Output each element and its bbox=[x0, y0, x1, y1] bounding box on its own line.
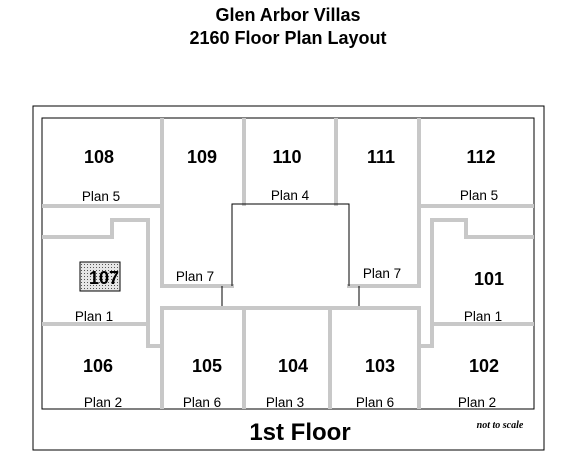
plan-label: Plan 1 bbox=[75, 309, 113, 324]
unit-number: 103 bbox=[365, 356, 395, 376]
plan-label: Plan 7 bbox=[363, 266, 401, 281]
plan-label: Plan 4 bbox=[271, 188, 310, 203]
unit-number: 109 bbox=[187, 147, 217, 167]
highlight-box-107 bbox=[79, 261, 121, 292]
unit-number: 105 bbox=[192, 356, 222, 376]
unit-number: 104 bbox=[278, 356, 308, 376]
plan-label: Plan 6 bbox=[356, 395, 394, 410]
unit-number: 112 bbox=[466, 147, 495, 167]
plan-label: Plan 1 bbox=[464, 309, 502, 324]
building-outline bbox=[41, 117, 535, 410]
scale-note: not to scale bbox=[477, 420, 524, 431]
outer-frame bbox=[32, 105, 545, 451]
plan-label: Plan 5 bbox=[82, 189, 120, 204]
unit-number: 111 bbox=[367, 147, 395, 167]
plan-label: Plan 2 bbox=[458, 395, 496, 410]
unit-number: 101 bbox=[474, 269, 504, 289]
unit-number: 102 bbox=[469, 356, 499, 376]
page-title: Glen Arbor Villas bbox=[215, 5, 361, 25]
floor-label: 1st Floor bbox=[249, 419, 350, 446]
unit-number: 106 bbox=[83, 356, 113, 376]
unit-number: 108 bbox=[84, 147, 114, 167]
plan-label: Plan 6 bbox=[183, 395, 221, 410]
interior-walls bbox=[42, 118, 534, 409]
courtyard-outline bbox=[221, 203, 360, 306]
plan-label: Plan 7 bbox=[176, 269, 214, 284]
unit-number: 110 bbox=[272, 147, 301, 167]
plan-label: Plan 5 bbox=[460, 188, 498, 203]
page-subtitle: 2160 Floor Plan Layout bbox=[189, 28, 387, 48]
plan-label: Plan 3 bbox=[266, 395, 304, 410]
plan-label: Plan 2 bbox=[84, 395, 122, 410]
unit-number: 107 bbox=[89, 268, 119, 288]
